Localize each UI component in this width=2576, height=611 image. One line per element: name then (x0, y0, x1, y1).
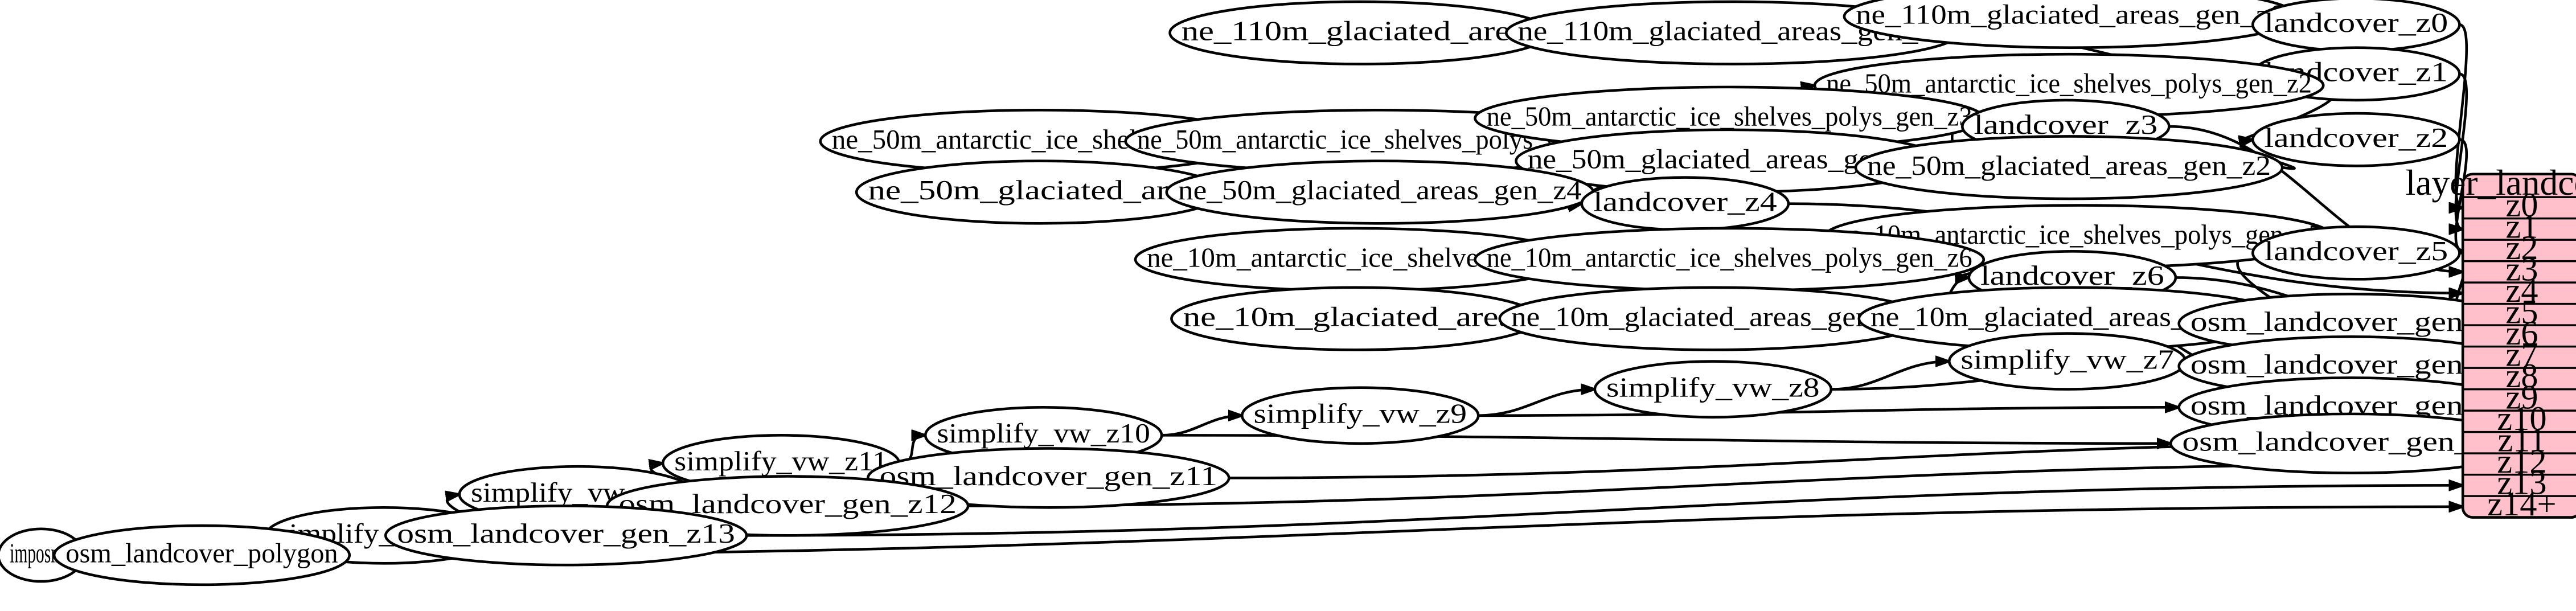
node-shape (867, 447, 1230, 509)
graph-edge-simplify_vw_z9--to--osm_landcover_gen_z9 (1478, 407, 2179, 417)
graph-edge-simplify_vw_z10--to--simplify_vw_z9 (1162, 416, 1242, 437)
node-shape (2251, 112, 2461, 167)
graph-node-simplify_vw_z8[interactable]: simplify_vw_z8 (1593, 360, 1833, 419)
graph-node-ne_10m_antarctic_ice_shelves_polys_gen_z6[interactable]: ne_10m_antarctic_ice_shelves_polys_gen_z… (1474, 227, 1986, 292)
graph-node-landcover_z4[interactable]: landcover_z4 (1580, 176, 1790, 232)
node-shape (1241, 386, 1480, 445)
node-shape (1168, 0, 1552, 65)
node-shape (1474, 227, 1986, 292)
node-shape (2251, 225, 2461, 281)
node-shape (1165, 159, 1595, 225)
graph-node-ne_50m_glaciated_areas_gen_z4[interactable]: ne_50m_glaciated_areas_gen_z4 (1165, 159, 1595, 225)
graph-edge-osm_landcover_polygon--to--layer_landcover:z14+ (349, 507, 2463, 557)
node-shape (2251, 0, 2461, 52)
node-layer: ne_110m_glaciated_areasne_110m_glaciated… (0, 0, 2533, 587)
node-shape (1854, 135, 2284, 200)
graph-node-landcover_z5[interactable]: landcover_z5 (2251, 225, 2461, 281)
graph-node-simplify_vw_z7[interactable]: simplify_vw_z7 (1947, 332, 2187, 391)
node-shape (384, 505, 748, 567)
graph-edge-osm_landcover_gen_z13--to--layer_landcover:z13 (746, 485, 2463, 537)
graph-node-ne_10m_glaciated_areas[interactable]: ne_10m_glaciated_areas (1170, 286, 1541, 351)
graph-node-osm_landcover_gen_z13[interactable]: osm_landcover_gen_z13 (384, 505, 748, 567)
graph-node-ne_50m_glaciated_areas_gen_z2[interactable]: ne_50m_glaciated_areas_gen_z2 (1854, 135, 2284, 200)
graph-node-ne_110m_glaciated_areas[interactable]: ne_110m_glaciated_areas (1168, 0, 1552, 65)
graph-node-osm_landcover_polygon[interactable]: osm_landcover_polygon (52, 524, 351, 587)
graph-edge-simplify_vw_z9--to--simplify_vw_z8 (1478, 389, 1595, 417)
node-shape (1593, 360, 1833, 419)
node-shape (1170, 286, 1541, 351)
node-shape (1947, 332, 2187, 391)
graph-edge-osm_landcover_gen_z12--to--layer_landcover:z12 (968, 464, 2463, 507)
node-shape (52, 524, 351, 587)
graph-node-landcover_z2[interactable]: landcover_z2 (2251, 112, 2461, 167)
graph-node-simplify_vw_z9[interactable]: simplify_vw_z9 (1241, 386, 1480, 445)
node-shape (1580, 176, 1790, 232)
graph-node-landcover_z0[interactable]: landcover_z0 (2251, 0, 2461, 52)
